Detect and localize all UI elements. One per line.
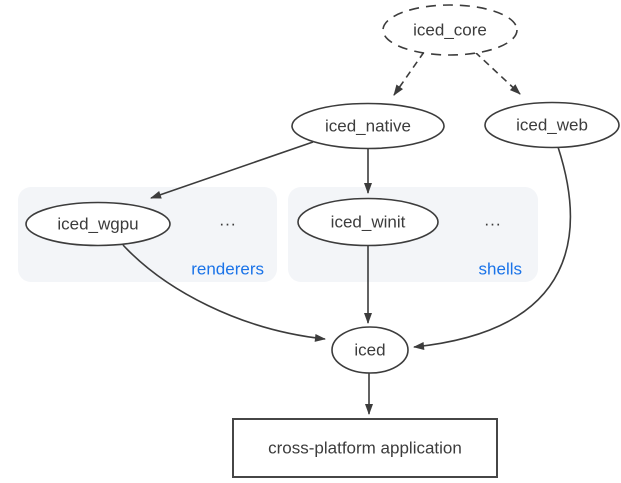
edge-iced_native-iced_wgpu bbox=[150, 141, 314, 199]
shells-ellipsis: ... bbox=[484, 210, 502, 230]
node-rect-application bbox=[232, 418, 498, 478]
node-label-iced_winit: iced_winit bbox=[330, 212, 406, 232]
node-label-application: cross-platform application bbox=[268, 438, 462, 458]
renderers-ellipsis: ... bbox=[219, 210, 237, 230]
node-ellipse-iced_wgpu bbox=[25, 201, 171, 247]
group-label-shells: shells bbox=[478, 259, 522, 279]
node-label-iced_wgpu: iced_wgpu bbox=[57, 214, 139, 234]
group-label-renderers: renderers bbox=[191, 259, 264, 279]
edge-iced_web-iced bbox=[413, 146, 572, 350]
node-ellipse-iced_native bbox=[291, 102, 445, 150]
node-ellipse-iced bbox=[331, 326, 409, 374]
edge-iced_core-iced_native bbox=[393, 51, 425, 96]
node-ellipse-iced_winit bbox=[297, 197, 439, 247]
node-label-iced: iced bbox=[354, 340, 386, 360]
node-label-iced_core: iced_core bbox=[413, 20, 487, 40]
edge-iced_core-iced_web bbox=[474, 51, 521, 95]
node-label-iced_native: iced_native bbox=[324, 116, 412, 136]
node-ellipse-iced_web bbox=[484, 101, 620, 149]
node-ellipse-iced_core bbox=[382, 4, 518, 56]
node-label-iced_web: iced_web bbox=[516, 115, 588, 135]
edge-iced_wgpu-iced bbox=[122, 244, 326, 342]
